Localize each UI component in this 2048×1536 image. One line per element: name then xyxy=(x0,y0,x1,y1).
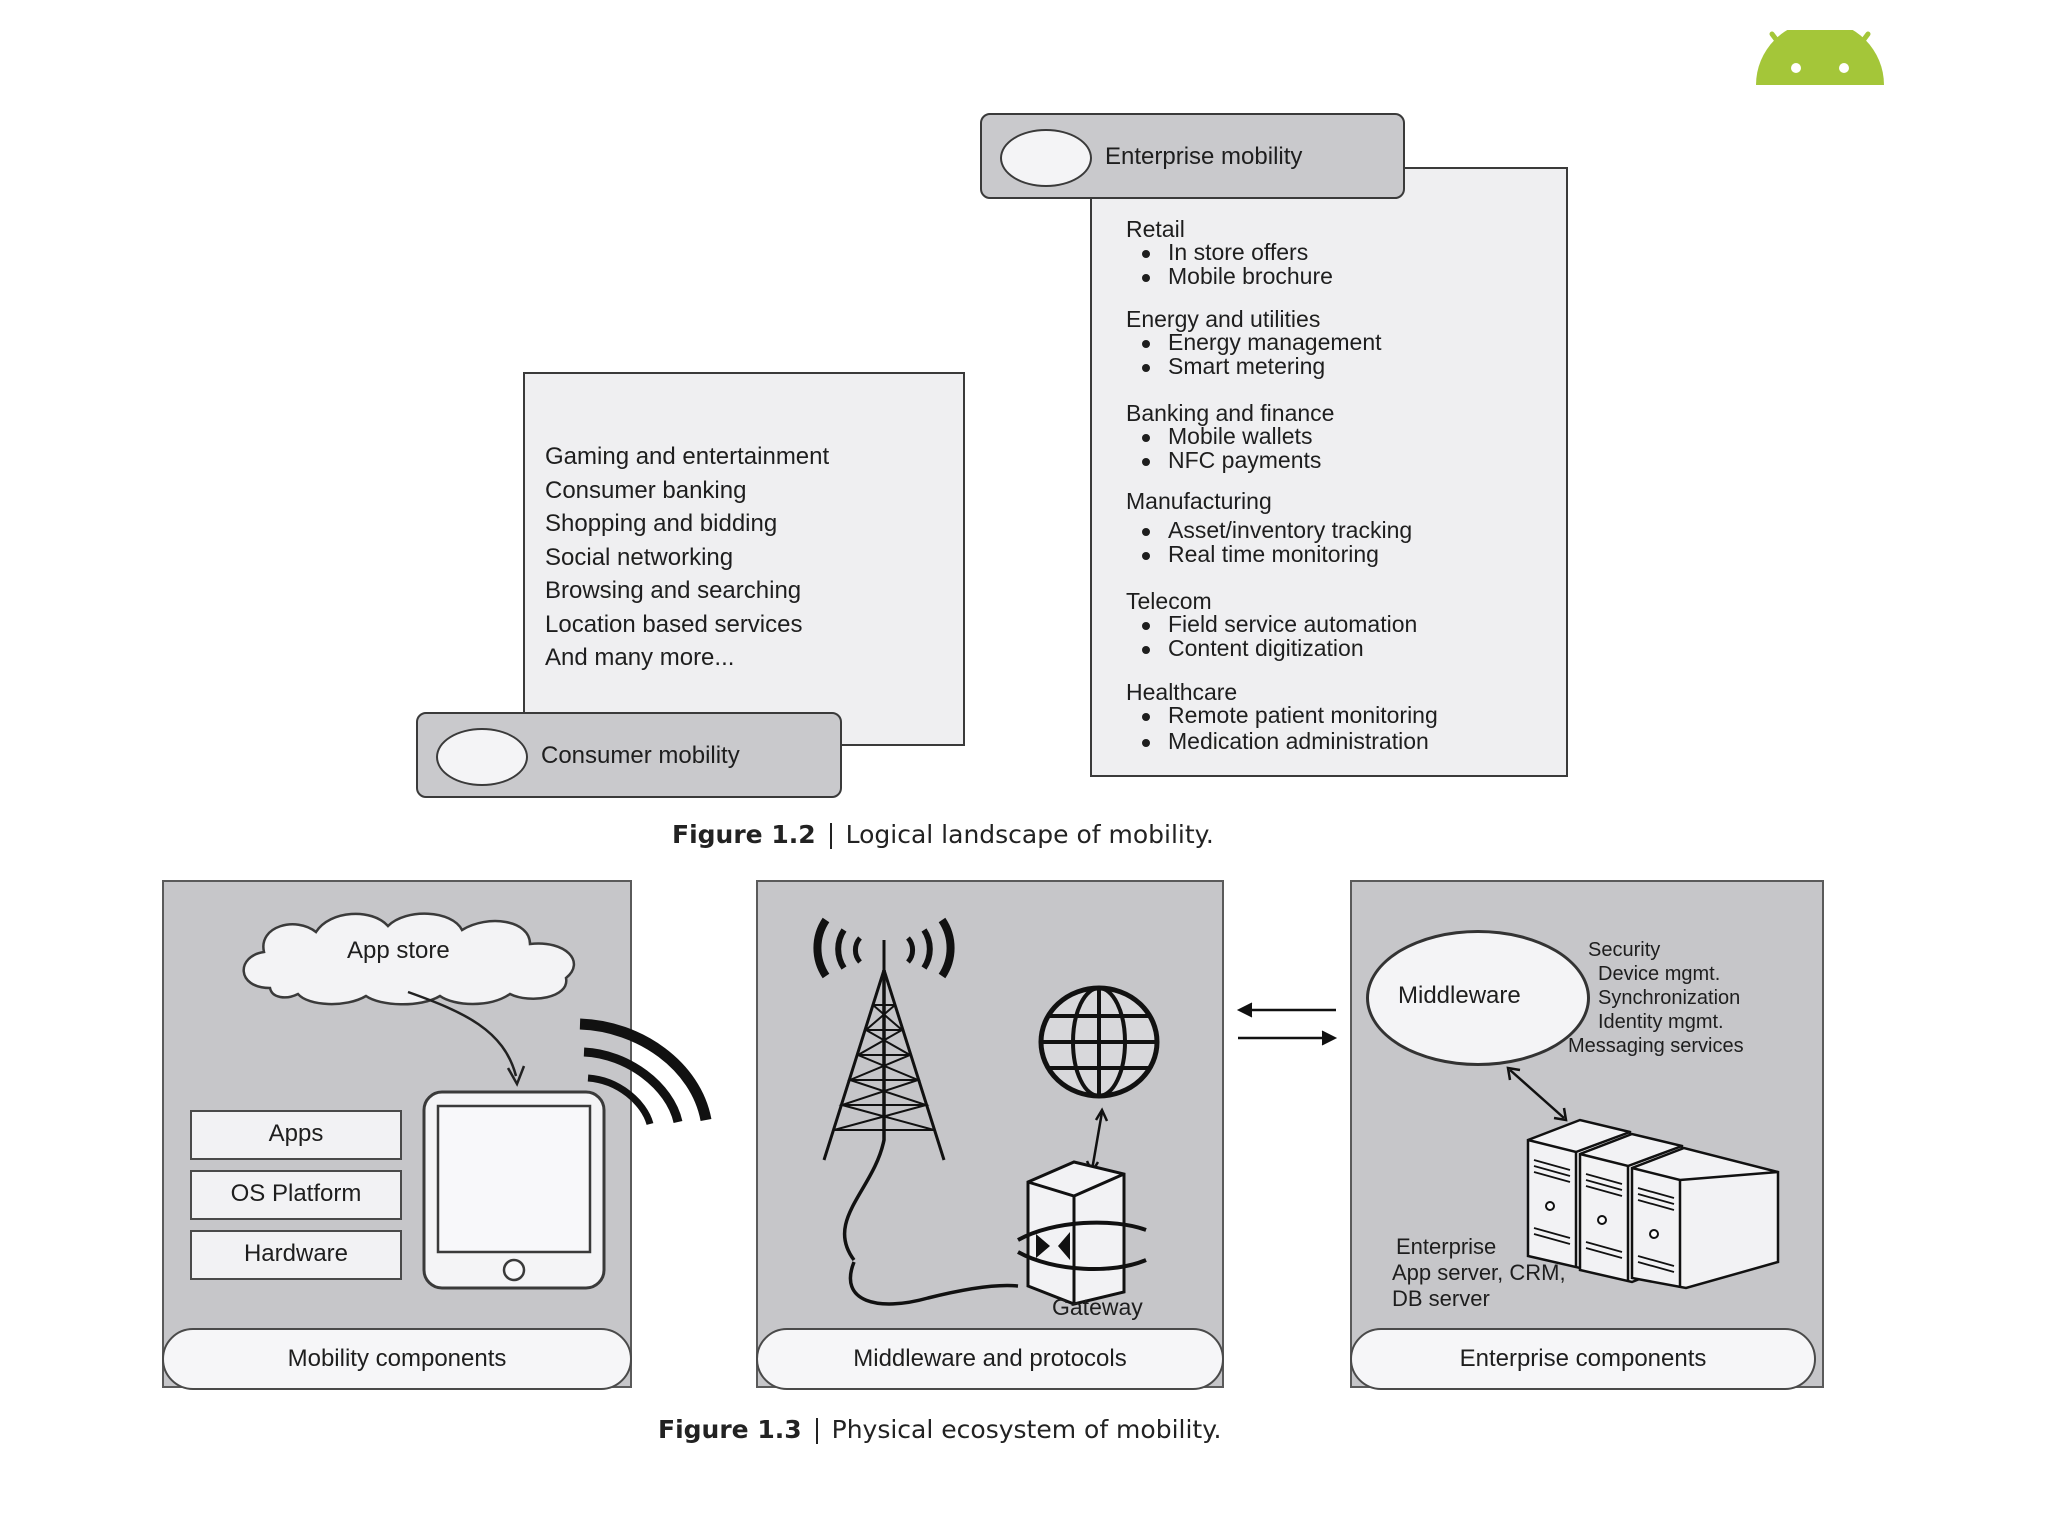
section-item: Smart metering xyxy=(1138,354,1382,379)
section-item: Mobile wallets xyxy=(1138,424,1334,449)
section-heading: Healthcare xyxy=(1126,679,1238,705)
consumer-item: Gaming and entertainment xyxy=(545,443,830,470)
smartphone-icon xyxy=(422,1090,606,1290)
hardware-box: Hardware xyxy=(190,1230,402,1280)
os-platform-box: OS Platform xyxy=(190,1170,402,1220)
consumer-item: And many more... xyxy=(545,644,735,671)
section-heading: Manufacturing xyxy=(1126,488,1272,514)
android-logo-icon xyxy=(1756,30,1884,85)
app-store-cloud-icon xyxy=(242,912,576,1006)
consumer-list: Gaming and entertainment Consumer bankin… xyxy=(545,440,829,675)
figure-1-3-caption: Figure 1.3 Physical ecosystem of mobility… xyxy=(658,1415,1221,1444)
service-item: Synchronization xyxy=(1598,987,1741,1009)
consumer-item: Shopping and bidding xyxy=(545,510,778,537)
bidirectional-arrow-icon xyxy=(1506,1066,1568,1122)
gateway-label: Gateway xyxy=(1052,1294,1143,1320)
middleware-protocols-panel: Gateway xyxy=(756,880,1224,1388)
section-heading: Retail xyxy=(1126,216,1185,242)
enterprise-components-panel: Middleware Security Device mgmt. Synchro… xyxy=(1350,880,1824,1388)
caption-text: Logical landscape of mobility. xyxy=(845,820,1214,849)
service-item: Device mgmt. xyxy=(1598,963,1721,985)
service-item: Security xyxy=(1588,939,1661,961)
consumer-item: Location based services xyxy=(545,610,803,638)
gateway-server-icon xyxy=(1017,1160,1147,1306)
enterprise-mobility-tab: Enterprise mobility xyxy=(980,113,1405,199)
globe-icon xyxy=(1038,985,1160,1099)
middleware-node xyxy=(1366,930,1590,1066)
caption-text: Physical ecosystem of mobility. xyxy=(831,1415,1222,1444)
section-item: Medication administration xyxy=(1138,729,1438,754)
enterprise-mobility-title: Enterprise mobility xyxy=(1105,143,1303,170)
caption-number: Figure 1.2 xyxy=(672,820,816,849)
servers-line: Enterprise xyxy=(1396,1234,1497,1259)
consumer-mobility-tab: Consumer mobility xyxy=(416,712,842,798)
consumer-item: Social networking xyxy=(545,543,734,571)
section-item: Field service automation xyxy=(1138,612,1417,637)
consumer-mobility-box: Gaming and entertainment Consumer bankin… xyxy=(523,372,965,746)
section-item: Energy management xyxy=(1138,330,1382,355)
section-item: In store offers xyxy=(1138,240,1333,265)
middleware-services: Security Device mgmt. Synchronization Id… xyxy=(1568,938,1744,1058)
middleware-node-label: Middleware xyxy=(1398,982,1521,1009)
section-heading: Energy and utilities xyxy=(1126,306,1321,332)
section-heading: Telecom xyxy=(1126,588,1212,614)
enterprise-servers-label: Enterprise App server, CRM, DB server xyxy=(1392,1234,1570,1312)
download-arrow-icon xyxy=(407,990,526,1087)
section-item: Content digitization xyxy=(1138,636,1417,661)
caption-number: Figure 1.3 xyxy=(658,1415,802,1444)
consumer-item: Consumer banking xyxy=(545,476,747,504)
cell-tower-icon xyxy=(813,917,955,1262)
app-store-label: App store xyxy=(347,937,450,964)
service-item: Identity mgmt. xyxy=(1598,1011,1724,1033)
enterprise-circle-icon xyxy=(1000,129,1092,187)
section-item: Real time monitoring xyxy=(1138,542,1412,567)
mobility-components-panel: App store Apps OS Platform Hardware xyxy=(162,880,632,1388)
mobility-components-label: Mobility components xyxy=(162,1328,632,1390)
wireless-signal-icon xyxy=(579,1018,712,1126)
section-item: Remote patient monitoring xyxy=(1138,703,1438,728)
exchange-arrows-icon xyxy=(1236,1002,1338,1046)
consumer-circle-icon xyxy=(436,728,528,786)
server-rack-icon xyxy=(1526,1118,1780,1290)
section-heading: Banking and finance xyxy=(1126,400,1335,426)
apps-box: Apps xyxy=(190,1110,402,1160)
servers-line: App server, CRM, xyxy=(1392,1260,1566,1285)
service-item: Messaging services xyxy=(1568,1035,1744,1057)
consumer-mobility-title: Consumer mobility xyxy=(541,742,740,769)
consumer-item: Browsing and searching xyxy=(545,577,802,604)
cable-line xyxy=(848,1261,1019,1306)
section-item: Asset/inventory tracking xyxy=(1138,518,1412,543)
middleware-protocols-label: Middleware and protocols xyxy=(756,1328,1224,1390)
figure-1-2-caption: Figure 1.2 Logical landscape of mobility. xyxy=(672,820,1214,849)
section-item: Mobile brochure xyxy=(1138,264,1333,289)
servers-line: DB server xyxy=(1392,1286,1490,1311)
enterprise-components-label: Enterprise components xyxy=(1350,1328,1816,1390)
section-item: NFC payments xyxy=(1138,448,1334,473)
